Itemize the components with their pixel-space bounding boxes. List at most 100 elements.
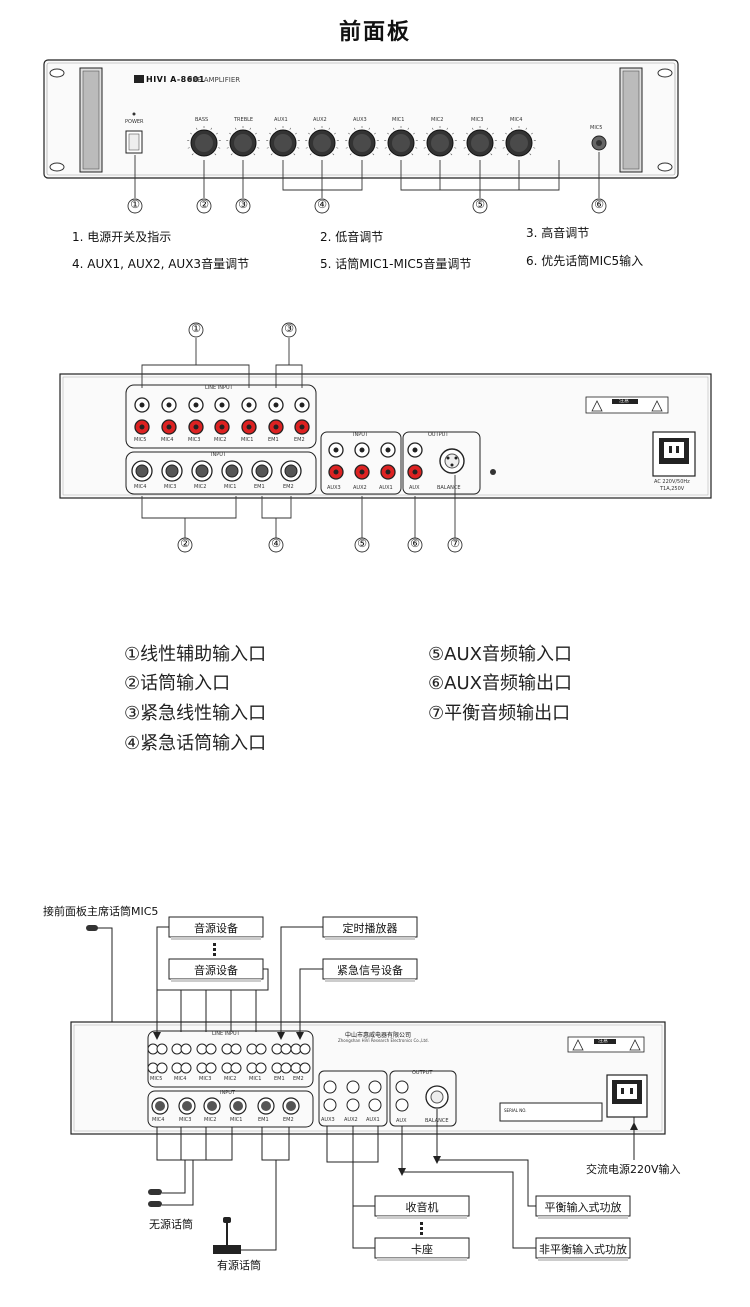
front-marker-3: ③: [238, 198, 248, 211]
wiring-line-jack-em2[interactable]: [290, 1043, 311, 1074]
rear-line-jack-em2[interactable]: [294, 397, 310, 435]
front-model-label: HIVI A-8601: [146, 75, 205, 84]
rear-line-jack-label-mic2: MIC2: [214, 437, 227, 443]
wiring-mic-jack-mic4[interactable]: [151, 1097, 169, 1115]
wiring-line-jack-mic4[interactable]: [171, 1043, 192, 1074]
rear-output-label: OUTPUT: [428, 432, 449, 438]
front-caption-3: 3. 高音调节: [526, 226, 590, 240]
wiring-aux-jack-aux1[interactable]: [368, 1080, 382, 1112]
wiring-mic-jack-label-em1: EM1: [258, 1117, 269, 1123]
company-name-en: Zhongshan HiVi Research Electronics Co.,…: [338, 1038, 429, 1043]
wiring-mic-jack-label-em2: EM2: [283, 1117, 294, 1123]
knob-label-mic2: MIC2: [431, 117, 444, 123]
wiring-mic-jack-label-mic2: MIC2: [204, 1117, 217, 1123]
rear-mic-jack-em1[interactable]: [251, 460, 273, 482]
wiring-aux-jack-aux2[interactable]: [346, 1080, 360, 1112]
rear-mic-jack-mic2[interactable]: [191, 460, 213, 482]
rear-mic-jack-mic1[interactable]: [221, 460, 243, 482]
rear-mic-jack-em2[interactable]: [280, 460, 302, 482]
front-pointer-lines: [134, 152, 600, 198]
knob-treble[interactable]: [226, 126, 260, 157]
rear-legend-1: ①线性辅助输入口: [124, 644, 267, 665]
rear-marker-3: ③: [284, 322, 294, 335]
knob-label-aux1: AUX1: [274, 117, 288, 123]
knob-aux2[interactable]: [305, 126, 339, 157]
rear-aux-jack-label-aux2: AUX2: [353, 485, 367, 491]
rear-line-jack-mic4[interactable]: [161, 397, 177, 435]
rear-input-label: INPUT: [211, 452, 226, 458]
front-knob-group: [187, 126, 536, 157]
wiring-balance-label: BALANCE: [425, 1118, 449, 1124]
wiring-line-jack-label-mic4: MIC4: [174, 1076, 187, 1082]
source-device-box: 音源设备: [194, 922, 238, 935]
wiring-line-jack-label-mic3: MIC3: [199, 1076, 212, 1082]
rear-line-jack-label-mic3: MIC3: [188, 437, 201, 443]
front-marker-4: ④: [317, 198, 327, 211]
rear-aux-jack-label-aux3: AUX3: [327, 485, 341, 491]
wiring-mic-jack-mic1[interactable]: [229, 1097, 247, 1115]
rear-warning-label: 注意: [619, 398, 630, 404]
wiring-mic-jack-em2[interactable]: [282, 1097, 300, 1115]
wiring-line-jack-mic3[interactable]: [196, 1043, 217, 1074]
cassette-box: 卡座: [411, 1243, 433, 1256]
rear-aux-output-jack[interactable]: [407, 442, 423, 480]
device-boxes: [168, 916, 631, 1259]
rear-line-jack-mic1[interactable]: [241, 397, 257, 435]
page-title: 前面板: [338, 20, 411, 45]
wiring-line-jack-em1[interactable]: [271, 1043, 292, 1074]
rear-mic-jack-label-mic4: MIC4: [134, 484, 147, 490]
rear-line-jack-mic3[interactable]: [188, 397, 204, 435]
rear-mic-jack-mic3[interactable]: [161, 460, 183, 482]
wiring-aux-output-jack[interactable]: [395, 1080, 409, 1112]
rear-mic-jack-label-mic1: MIC1: [224, 484, 237, 490]
wiring-line-jack-mic1[interactable]: [246, 1043, 267, 1074]
knob-mic3[interactable]: [463, 126, 497, 157]
wiring-aux-jack-label-aux1: AUX1: [366, 1117, 380, 1123]
rear-marker-5: ⑤: [357, 537, 367, 550]
rear-aux-jack-aux1[interactable]: [380, 442, 396, 480]
rear-line-jack-mic5[interactable]: [134, 397, 150, 435]
rear-power-spec-2: T1A,250V: [660, 486, 685, 492]
knob-bass[interactable]: [187, 126, 221, 157]
knob-mic1[interactable]: [384, 126, 418, 157]
front-caption-2: 2. 低音调节: [320, 230, 384, 244]
wiring-mic-jack-label-mic1: MIC1: [230, 1117, 243, 1123]
rear-marker-4: ④: [271, 537, 281, 550]
knob-label-mic3: MIC3: [471, 117, 484, 123]
wiring-aux-jack-aux3[interactable]: [323, 1080, 337, 1112]
ac-power-label: 交流电源220V输入: [586, 1163, 681, 1176]
knob-mic4[interactable]: [502, 126, 536, 157]
rear-aux-jack-aux3[interactable]: [328, 442, 344, 480]
rear-balance-label: BALANCE: [437, 485, 461, 491]
serial-label: SERIAL NO.: [504, 1108, 527, 1113]
wiring-mic-jack-mic3[interactable]: [178, 1097, 196, 1115]
wiring-line-jack-mic5[interactable]: [147, 1043, 168, 1074]
wiring-mic-jack-mic2[interactable]: [203, 1097, 221, 1115]
knob-label-mic1: MIC1: [392, 117, 405, 123]
rear-marker-1: ①: [191, 322, 201, 335]
timer-player-box: 定时播放器: [342, 922, 398, 935]
rear-legend-4: ④紧急话筒输入口: [124, 733, 267, 754]
knob-mic2[interactable]: [423, 126, 457, 157]
rear-legend-2: ②话筒输入口: [124, 673, 231, 694]
knob-label-treble: TREBLE: [234, 117, 254, 123]
wiring-line-jack-mic2[interactable]: [221, 1043, 242, 1074]
rear-aux-jack-label-aux1: AUX1: [379, 485, 393, 491]
rear-line-jack-em1[interactable]: [268, 397, 284, 435]
wiring-output-label: OUTPUT: [412, 1070, 433, 1076]
wiring-mic-jack-em1[interactable]: [257, 1097, 275, 1115]
active-mic-label: 有源话筒: [217, 1259, 261, 1272]
rear-legend-3: ③紧急线性输入口: [124, 703, 267, 724]
balanced-amp-box: 平衡输入式功放: [544, 1201, 622, 1214]
wiring-line-jack-label-em2: EM2: [293, 1076, 304, 1082]
wiring-mic-jack-label-mic3: MIC3: [179, 1117, 192, 1123]
rear-line-jack-mic2[interactable]: [214, 397, 230, 435]
rear-aux-jack-aux2[interactable]: [354, 442, 370, 480]
rear-line-jack-label-em1: EM1: [268, 437, 279, 443]
knob-aux1[interactable]: [266, 126, 300, 157]
rear-mic-jack-mic4[interactable]: [131, 460, 153, 482]
knob-aux3[interactable]: [345, 126, 379, 157]
mic5-handheld-mic-icon: [86, 925, 98, 931]
rear-mic-jack-label-mic2: MIC2: [194, 484, 207, 490]
company-name-cn: 中山市惠威电器有限公司: [345, 1032, 412, 1039]
